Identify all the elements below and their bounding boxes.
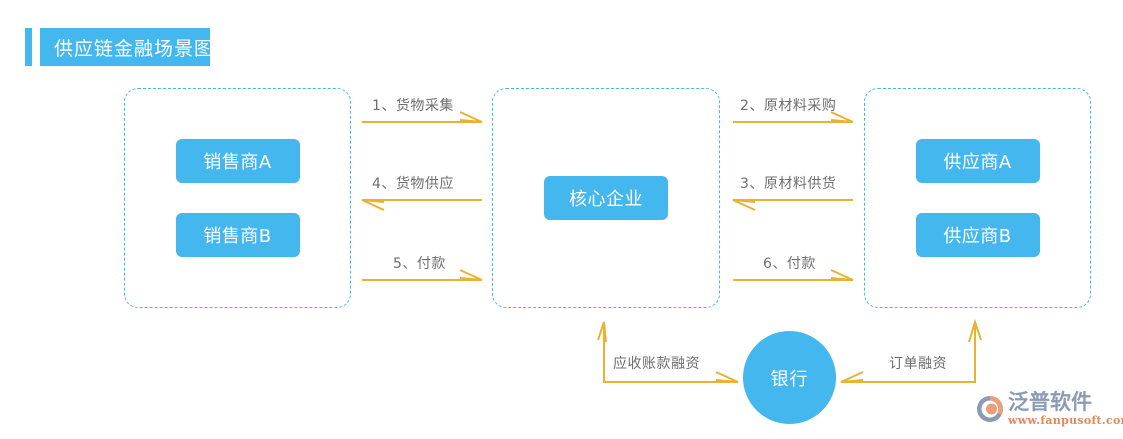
node-bank[interactable]: 银行	[743, 331, 836, 424]
arrow-order-financing	[840, 318, 982, 383]
flow-label-4: 4、货物供应	[372, 176, 454, 192]
arrow-goods-supply	[361, 199, 482, 211]
finance-label-order: 订单融资	[889, 356, 947, 372]
flow-label-1: 1、货物采集	[372, 98, 454, 114]
node-distributor-a[interactable]: 销售商A	[175, 139, 300, 183]
flow-label-5: 5、付款	[393, 256, 446, 272]
logo-text-block: 泛普软件 www.fanpusoft.com	[1008, 390, 1123, 427]
title-accent-bar	[25, 28, 32, 66]
arrow-receivable-financing	[597, 321, 739, 383]
page-title-text: 供应链金融场景图	[54, 37, 215, 60]
fanpu-logo-icon	[975, 394, 1005, 424]
flow-label-2: 2、原材料采购	[740, 98, 837, 114]
node-core-enterprise[interactable]: 核心企业	[544, 176, 668, 220]
page-title: 供应链金融场景图	[40, 28, 213, 66]
logo-website-url: www.fanpusoft.com	[1008, 414, 1123, 427]
node-supplier-a[interactable]: 供应商A	[915, 139, 1040, 183]
flow-label-3: 3、原材料供货	[740, 176, 837, 192]
logo-company-name: 泛普软件	[1008, 390, 1092, 414]
brand-logo: 泛普软件 www.fanpusoft.com	[975, 385, 1123, 433]
finance-label-receivable: 应收账款融资	[613, 356, 700, 372]
node-supplier-b[interactable]: 供应商B	[915, 213, 1040, 257]
zone-core-enterprise: 核心企业	[492, 88, 720, 308]
flow-label-6: 6、付款	[763, 256, 816, 272]
arrow-material-supply	[732, 199, 853, 211]
node-distributor-b[interactable]: 销售商B	[175, 213, 300, 257]
zone-distributors: 销售商A 销售商B	[124, 88, 351, 308]
zone-suppliers: 供应商A 供应商B	[864, 88, 1091, 308]
